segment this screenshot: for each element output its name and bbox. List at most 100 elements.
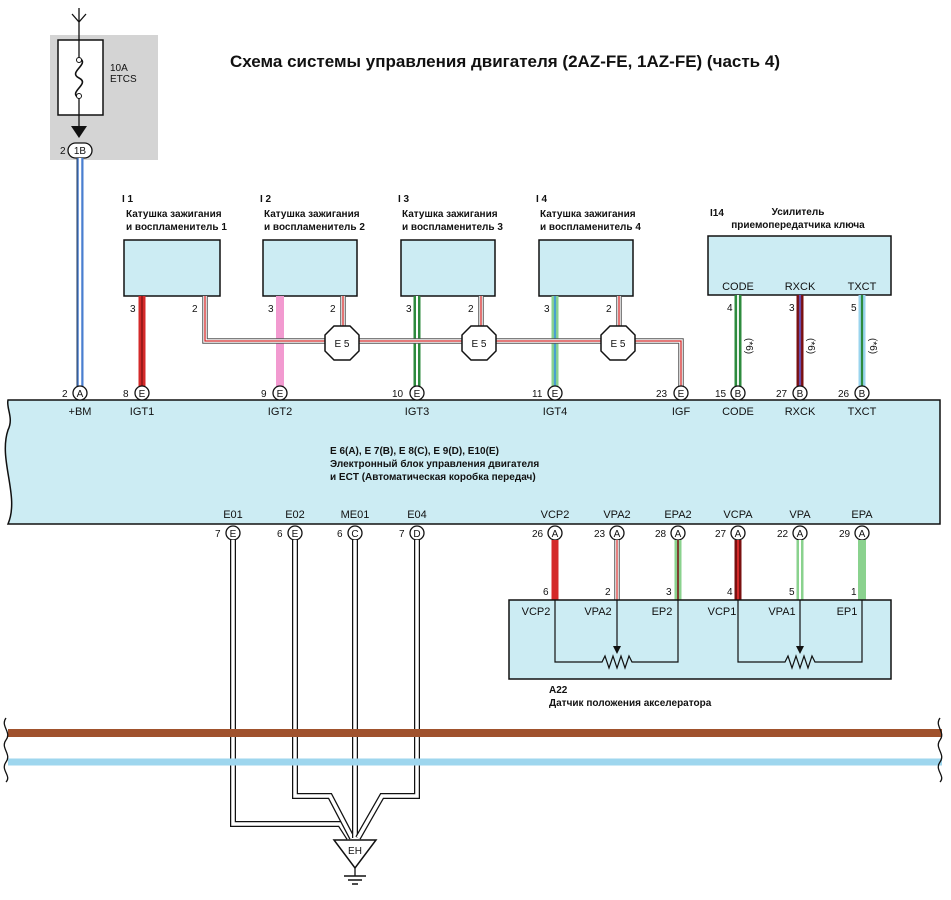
immobilizer-pin-label: CODE xyxy=(722,281,754,293)
pin-number: 27 xyxy=(776,389,788,400)
pin-signal: ME01 xyxy=(341,509,370,521)
ignition-coil-4: I 4 Катушка зажигания и воспламенитель 4… xyxy=(536,194,641,315)
ecu-top-pin-bm: 2 A +BM xyxy=(62,385,91,418)
pin-signal: IGT2 xyxy=(268,406,292,418)
pin-signal: IGT3 xyxy=(405,406,429,418)
ecu-name-line2: и ECT (Автоматическая коробка передач) xyxy=(330,471,536,483)
pin-signal: TXCT xyxy=(848,406,877,418)
pin-connector xyxy=(409,385,425,401)
pin-connector xyxy=(547,385,563,401)
pin-connector-label: A xyxy=(859,529,866,540)
pin-number: 27 xyxy=(715,529,727,540)
pin-connector xyxy=(272,385,288,401)
bus-break-right xyxy=(937,717,943,783)
sensor-pin-number: 6 xyxy=(543,587,549,598)
pin-number: 11 xyxy=(532,389,543,400)
coil-pin-b: 2 xyxy=(330,304,336,315)
coil-name-line1: Катушка зажигания xyxy=(264,209,360,220)
coil-id: I 4 xyxy=(536,194,548,205)
pin-connector-label: E xyxy=(292,529,299,540)
coil-pin-a: 3 xyxy=(268,304,274,315)
sensor-pin-number: 5 xyxy=(789,587,795,598)
coil-box xyxy=(262,239,358,297)
ground-point-eh: EH xyxy=(332,839,378,885)
coil-pin-a: 3 xyxy=(406,304,412,315)
pin-connector xyxy=(854,385,870,401)
pin-signal: VCP2 xyxy=(541,509,570,521)
pin-number: 10 xyxy=(392,389,404,400)
sensor-pin-label: EP2 xyxy=(652,606,673,618)
potentiometer-2-icon xyxy=(737,600,863,670)
pin-connector-label: C xyxy=(351,529,358,540)
ecu-top-pin-igt4: 11 E IGT4 xyxy=(532,385,567,418)
immobilizer-pin-number: 3 xyxy=(789,303,795,314)
sensor-pin-label: VCP2 xyxy=(522,606,551,618)
splice-label: E 5 xyxy=(334,339,349,350)
pin-connector-label: E xyxy=(277,389,284,400)
pin-signal: IGF xyxy=(672,406,691,418)
immobilizer-amplifier: I14 Усилитель приемопередатчика ключа CO… xyxy=(707,207,892,314)
pin-number: 26 xyxy=(532,529,544,540)
fuse-name: ETCS xyxy=(110,74,137,85)
immobilizer-pin-number: 4 xyxy=(727,303,733,314)
pin-connector-label: B xyxy=(797,389,804,400)
wire-note: (*6) xyxy=(867,338,878,354)
pin-number: 7 xyxy=(215,529,221,540)
immobilizer-box xyxy=(707,235,892,296)
pin-connector-label: E xyxy=(230,529,237,540)
pin-number: 15 xyxy=(715,389,727,400)
sensor-pin-label: VPA2 xyxy=(584,606,611,618)
immobilizer-pin-label: TXCT xyxy=(848,281,877,293)
ecu-top-pin-txct: 26 B TXCT xyxy=(838,385,877,418)
fuse-rating: 10A xyxy=(110,63,128,74)
immobilizer-pin-label: RXCK xyxy=(785,281,816,293)
pin-number: 7 xyxy=(399,529,405,540)
coil-pin-b: 2 xyxy=(468,304,474,315)
coil-name-line2: и воспламенитель 3 xyxy=(402,222,503,233)
ecu-name-line1: Электронный блок управления двигателя xyxy=(330,458,539,470)
splice-icon xyxy=(461,325,497,361)
connector-arrow-icon xyxy=(71,126,87,138)
pin-signal: E01 xyxy=(223,509,243,521)
ecu-bottom-pin-epa2: EPA2 28 A xyxy=(655,509,692,541)
pin-number: 2 xyxy=(62,389,68,400)
sensor-box xyxy=(508,599,892,680)
sensor-pin-label: VCP1 xyxy=(708,606,737,618)
ignition-coil-2: I 2 Катушка зажигания и воспламенитель 2… xyxy=(260,194,365,315)
sensor-name: Датчик положения акселератора xyxy=(549,698,712,709)
pin-connector-label: A xyxy=(735,529,742,540)
immobilizer-name-line2: приемопередатчика ключа xyxy=(731,220,865,231)
ecu-connectors: E 6(A), E 7(B), E 8(C), E 9(D), E10(E) xyxy=(330,446,499,457)
ground-label: EH xyxy=(348,846,362,857)
sensor-pin-label: VPA1 xyxy=(768,606,795,618)
ecu-top-pin-igt2: 9 E IGT2 xyxy=(261,385,292,418)
accelerator-pedal-sensor: 6 2 3 4 5 1 VCP2 VPA2 EP2 VCP1 VPA1 EP1 … xyxy=(508,587,892,709)
pin-signal: RXCK xyxy=(785,406,816,418)
ignition-coil-3: I 3 Катушка зажигания и воспламенитель 3… xyxy=(398,194,503,315)
splice-e5-3: E 5 xyxy=(600,325,636,361)
splice-icon xyxy=(600,325,636,361)
ecu-top-pin-igt1: 8 E IGT1 xyxy=(123,385,154,418)
coil-pin-b: 2 xyxy=(606,304,612,315)
coil-name-line1: Катушка зажигания xyxy=(540,209,636,220)
ecu-top-pin-code: 15 B CODE xyxy=(715,385,754,418)
ecu-bottom-pin-vcpa: VCPA 27 A xyxy=(715,509,753,541)
pin-signal: IGT1 xyxy=(130,406,154,418)
pin-number: 6 xyxy=(277,529,283,540)
pin-connector-label: B xyxy=(859,389,866,400)
splice-icon xyxy=(324,325,360,361)
ecu-top-pin-igf: 23 E IGF xyxy=(656,385,691,418)
sensor-pin-number: 1 xyxy=(851,587,857,598)
pin-number: 26 xyxy=(838,389,850,400)
pin-connector-label: A xyxy=(552,529,559,540)
ecu-top-pin-rxck: 27 B RXCK xyxy=(776,385,816,418)
coil-pin-a: 3 xyxy=(544,304,550,315)
fuse-connector-label: 1B xyxy=(74,146,87,157)
pin-number: 6 xyxy=(337,529,343,540)
ecu-bottom-pin-vpa2: VPA2 23 A xyxy=(594,509,631,541)
fuse-symbol-icon xyxy=(74,57,84,99)
pin-connector xyxy=(134,385,150,401)
pin-signal: VPA xyxy=(789,509,811,521)
coil-box xyxy=(538,239,634,297)
